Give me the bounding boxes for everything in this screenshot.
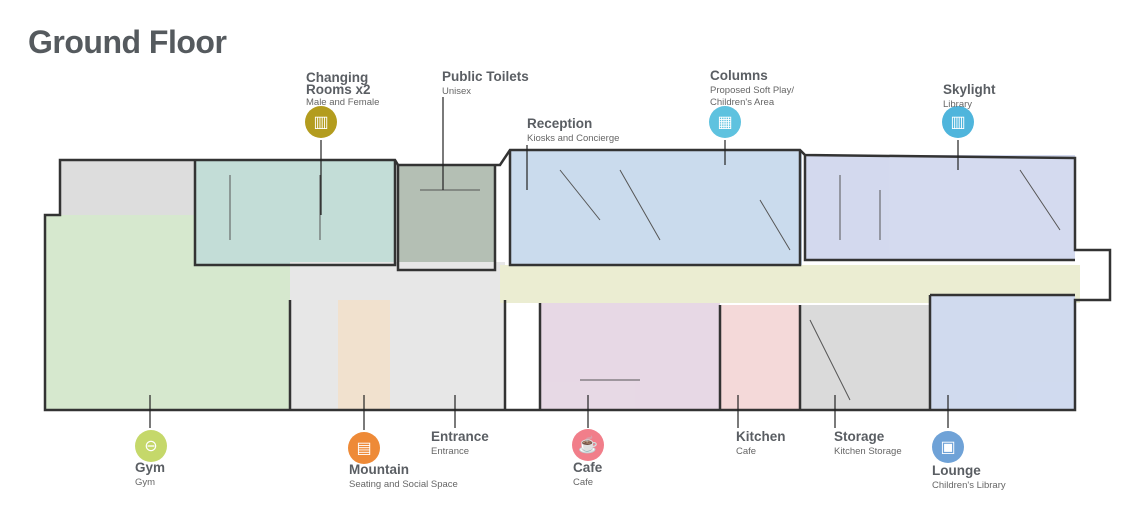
- books-icon: ▥: [942, 106, 974, 138]
- reception-title: Reception: [527, 116, 593, 131]
- zone-public-toilets: [398, 165, 495, 270]
- changing-title-1: Changing: [306, 70, 369, 85]
- zone-mountain: [338, 300, 390, 410]
- cafe-subtitle: Cafe: [573, 477, 594, 488]
- reception-subtitle: Kiosks and Concierge: [527, 133, 620, 144]
- label-columns: Columns Proposed Soft Play/ Children's A…: [710, 68, 794, 109]
- zone-storage: [800, 305, 930, 410]
- label-skylight: Skylight Library: [943, 82, 996, 111]
- gym-subtitle: Gym: [135, 477, 156, 488]
- zone-upper-left: [60, 160, 200, 215]
- seating-icon: ▤: [348, 432, 380, 464]
- lounge-subtitle: Children's Library: [932, 480, 1006, 491]
- book-icon: ▣: [932, 431, 964, 463]
- interior-walls: [193, 150, 1075, 410]
- mountain-subtitle: Seating and Social Space: [349, 479, 458, 490]
- columns-title: Columns: [710, 68, 768, 83]
- zone-cafe: [540, 303, 720, 410]
- lockers-icon: ▥: [305, 106, 337, 138]
- zone-changing-rooms: [195, 160, 395, 265]
- label-reception: Reception Kiosks and Concierge: [527, 116, 620, 145]
- mountain-title: Mountain: [349, 462, 409, 477]
- kitchen-title: Kitchen: [736, 429, 786, 444]
- entrance-subtitle: Entrance: [431, 446, 470, 457]
- label-public-toilets: Public Toilets Unisex: [442, 69, 529, 98]
- lounge-title: Lounge: [932, 463, 981, 478]
- label-cafe: Cafe Cafe: [573, 460, 603, 489]
- dumbbell-icon: ⊖: [135, 430, 167, 462]
- changing-subtitle: Male and Female: [306, 97, 380, 108]
- label-gym: Gym Gym: [135, 460, 166, 489]
- zone-lounge: [930, 295, 1075, 410]
- entrance-title: Entrance: [431, 429, 489, 444]
- changing-title-2: Rooms x2: [306, 82, 371, 97]
- zone-entrance: [290, 262, 505, 410]
- skylight-title: Skylight: [943, 82, 996, 97]
- label-kitchen: Kitchen Cafe: [736, 429, 786, 458]
- page-title: Ground Floor: [28, 24, 227, 60]
- cafe-title: Cafe: [573, 460, 603, 475]
- coffee-cup-icon: ☕: [572, 429, 604, 461]
- columns-subtitle-2: Children's Area: [710, 97, 775, 108]
- storage-subtitle: Kitchen Storage: [834, 446, 902, 457]
- label-mountain: Mountain Seating and Social Space: [349, 462, 458, 491]
- toilets-subtitle: Unisex: [442, 86, 472, 97]
- gym-title: Gym: [135, 460, 166, 475]
- label-entrance: Entrance Entrance: [431, 429, 489, 458]
- storage-title: Storage: [834, 429, 885, 444]
- skylight-subtitle: Library: [943, 99, 973, 110]
- columns-subtitle-1: Proposed Soft Play/: [710, 85, 794, 96]
- label-changing-rooms: Changing Rooms x2 Male and Female: [306, 70, 380, 109]
- kitchen-subtitle: Cafe: [736, 446, 757, 457]
- zone-reception-columns: [510, 150, 802, 265]
- zone-kitchen: [720, 305, 800, 410]
- label-lounge: Lounge Children's Library: [932, 463, 1006, 492]
- zone-library: [805, 155, 1075, 260]
- toilets-title: Public Toilets: [442, 69, 529, 84]
- label-storage: Storage Kitchen Storage: [834, 429, 902, 458]
- play-area-icon: ▦: [709, 106, 741, 138]
- detail-lines: [229, 169, 1061, 401]
